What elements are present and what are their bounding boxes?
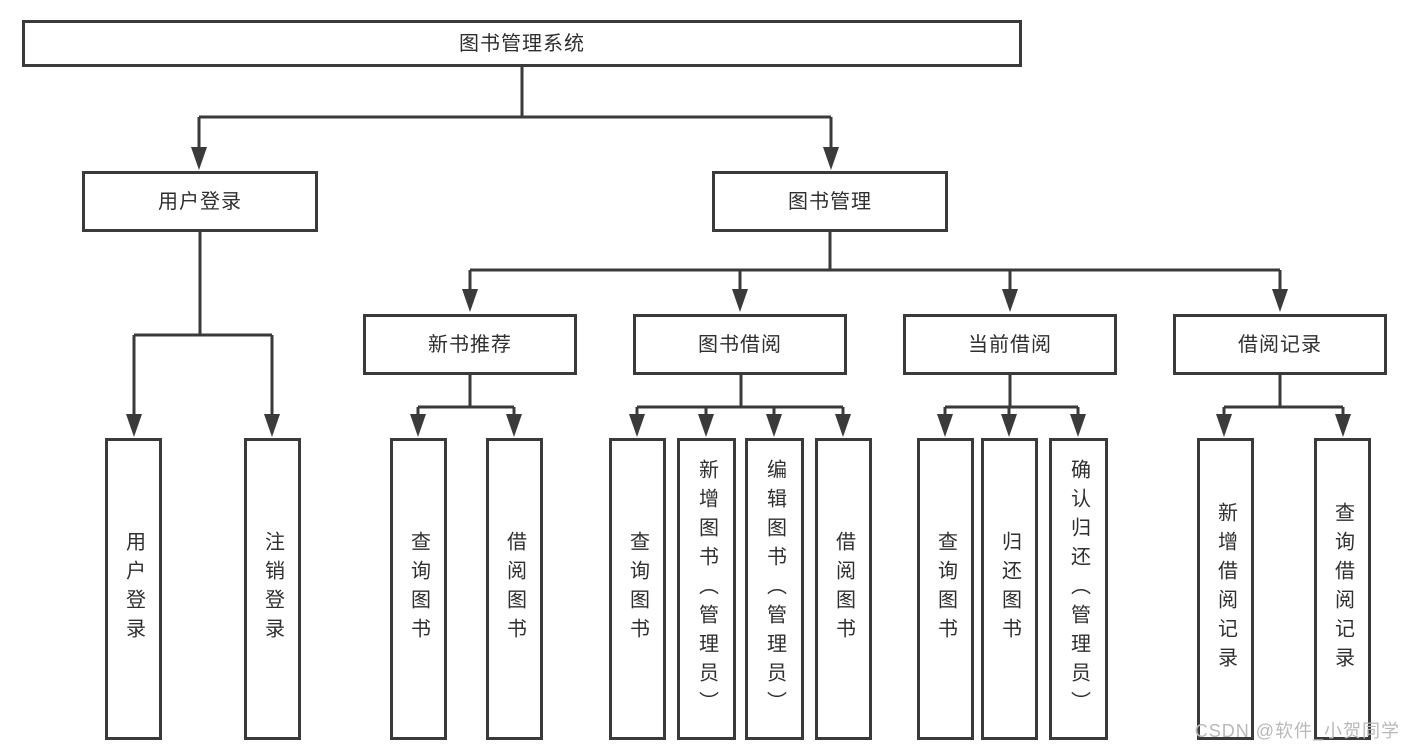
leaf-query-books-newbooks: 查询图书: [390, 438, 447, 740]
node-borrowing-records: 借阅记录: [1173, 314, 1387, 375]
leaf-add-borrow-record: 新增借阅记录: [1197, 438, 1254, 740]
node-book-management: 图书管理: [712, 171, 948, 232]
node-label: 当前借阅: [968, 333, 1052, 356]
node-label: 编辑图书（管理员）: [763, 458, 786, 720]
node-label: 归还图书: [998, 531, 1021, 647]
node-label: 注销登录: [261, 531, 284, 647]
node-label: 借阅记录: [1238, 333, 1322, 356]
leaf-borrow-books-newbooks: 借阅图书: [486, 438, 543, 740]
node-label: 查询借阅记录: [1331, 502, 1354, 676]
node-label: 用户登录: [158, 190, 242, 213]
csdn-watermark: CSDN @软件_小贺同学: [1194, 721, 1400, 741]
leaf-confirm-return-admin: 确认归还（管理员）: [1049, 438, 1108, 740]
node-label: 查询图书: [934, 531, 957, 647]
node-label: 新增借阅记录: [1214, 502, 1237, 676]
leaf-query-borrow-record: 查询借阅记录: [1314, 438, 1371, 740]
node-label: 借阅图书: [503, 531, 526, 647]
leaf-edit-books-admin: 编辑图书（管理员）: [745, 438, 804, 740]
leaf-user-login: 用户登录: [105, 438, 162, 740]
node-label: 确认归还（管理员）: [1067, 458, 1090, 720]
node-label: 图书借阅: [698, 333, 782, 356]
node-label: 借阅图书: [832, 531, 855, 647]
node-new-book-recommendation: 新书推荐: [363, 314, 577, 375]
node-label: 图书管理系统: [459, 32, 585, 55]
node-current-borrowing: 当前借阅: [903, 314, 1117, 375]
node-label: 查询图书: [407, 531, 430, 647]
leaf-query-books-borrowing: 查询图书: [609, 438, 666, 740]
node-label: 用户登录: [122, 531, 145, 647]
leaf-add-books-admin: 新增图书（管理员）: [677, 438, 736, 740]
leaf-return-books: 归还图书: [981, 438, 1038, 740]
node-user-login: 用户登录: [82, 171, 318, 232]
node-book-borrowing: 图书借阅: [633, 314, 847, 375]
leaf-logout: 注销登录: [244, 438, 301, 740]
node-label: 新增图书（管理员）: [695, 458, 718, 720]
node-label: 查询图书: [626, 531, 649, 647]
node-library-management-system: 图书管理系统: [22, 20, 1022, 67]
node-label: 图书管理: [788, 190, 872, 213]
node-label: 新书推荐: [428, 333, 512, 356]
leaf-query-books-current: 查询图书: [917, 438, 974, 740]
leaf-borrow-books-borrowing: 借阅图书: [815, 438, 872, 740]
